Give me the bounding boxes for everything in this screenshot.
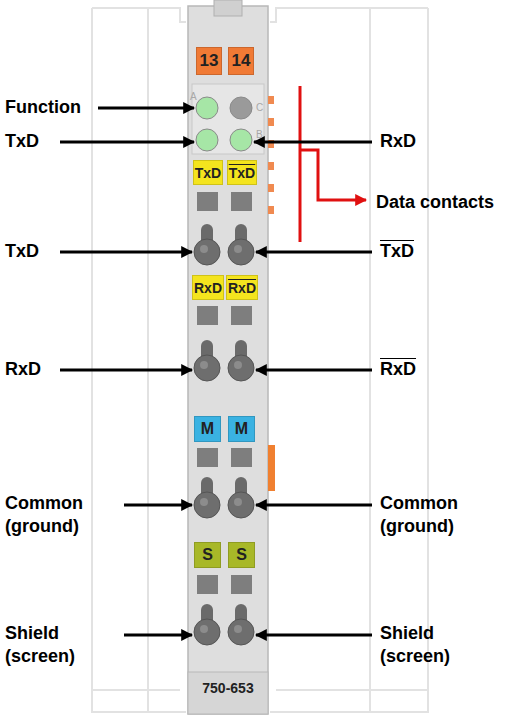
marker-text: RxD [228, 280, 256, 296]
marker-text: RxD [194, 280, 222, 296]
marker-text: M [201, 420, 214, 438]
callout-label: RxD [380, 130, 416, 153]
marker-text: 13 [200, 51, 219, 71]
callout-label: Shield (screen) [380, 622, 492, 669]
callout-label: Common (ground) [5, 492, 117, 539]
signal-marker: M [228, 416, 255, 442]
signal-marker: M [194, 416, 221, 442]
led-letter: B [256, 128, 263, 141]
led-letter: C [256, 101, 263, 114]
callout-label: TxD [380, 240, 414, 263]
signal-marker: TxD [227, 160, 257, 185]
terminal-number: 14 [228, 47, 254, 75]
marker-text: S [236, 546, 247, 564]
signal-marker: RxD [192, 275, 224, 300]
callout-label: RxD [380, 358, 416, 381]
marker-text: TxD [195, 165, 221, 181]
callout-label: Shield (screen) [5, 622, 117, 669]
signal-marker: RxD [226, 275, 258, 300]
marker-text: TxD [229, 165, 255, 181]
marker-text: 14 [232, 51, 251, 71]
data-contacts [268, 96, 274, 214]
marker-text: M [235, 420, 248, 438]
leader-arrows [60, 108, 372, 635]
callout-label: RxD [5, 358, 41, 381]
callout-label: Function [5, 96, 81, 119]
signal-marker: S [228, 542, 255, 568]
callout-label: Common (ground) [380, 492, 492, 539]
data-contacts-bracket [300, 86, 366, 242]
led-letter: A [190, 90, 197, 103]
marker-text: S [202, 546, 213, 564]
signal-marker: S [194, 542, 221, 568]
orange-strip [268, 445, 275, 491]
signal-marker: TxD [193, 160, 223, 185]
module-housing [188, 0, 268, 714]
callout-label: TxD [5, 240, 39, 263]
terminal-number: 13 [196, 47, 222, 75]
callout-label: Data contacts [376, 191, 494, 214]
part-number: 750-653 [202, 680, 253, 696]
callout-label: TxD [5, 130, 39, 153]
status-leds [196, 97, 252, 151]
